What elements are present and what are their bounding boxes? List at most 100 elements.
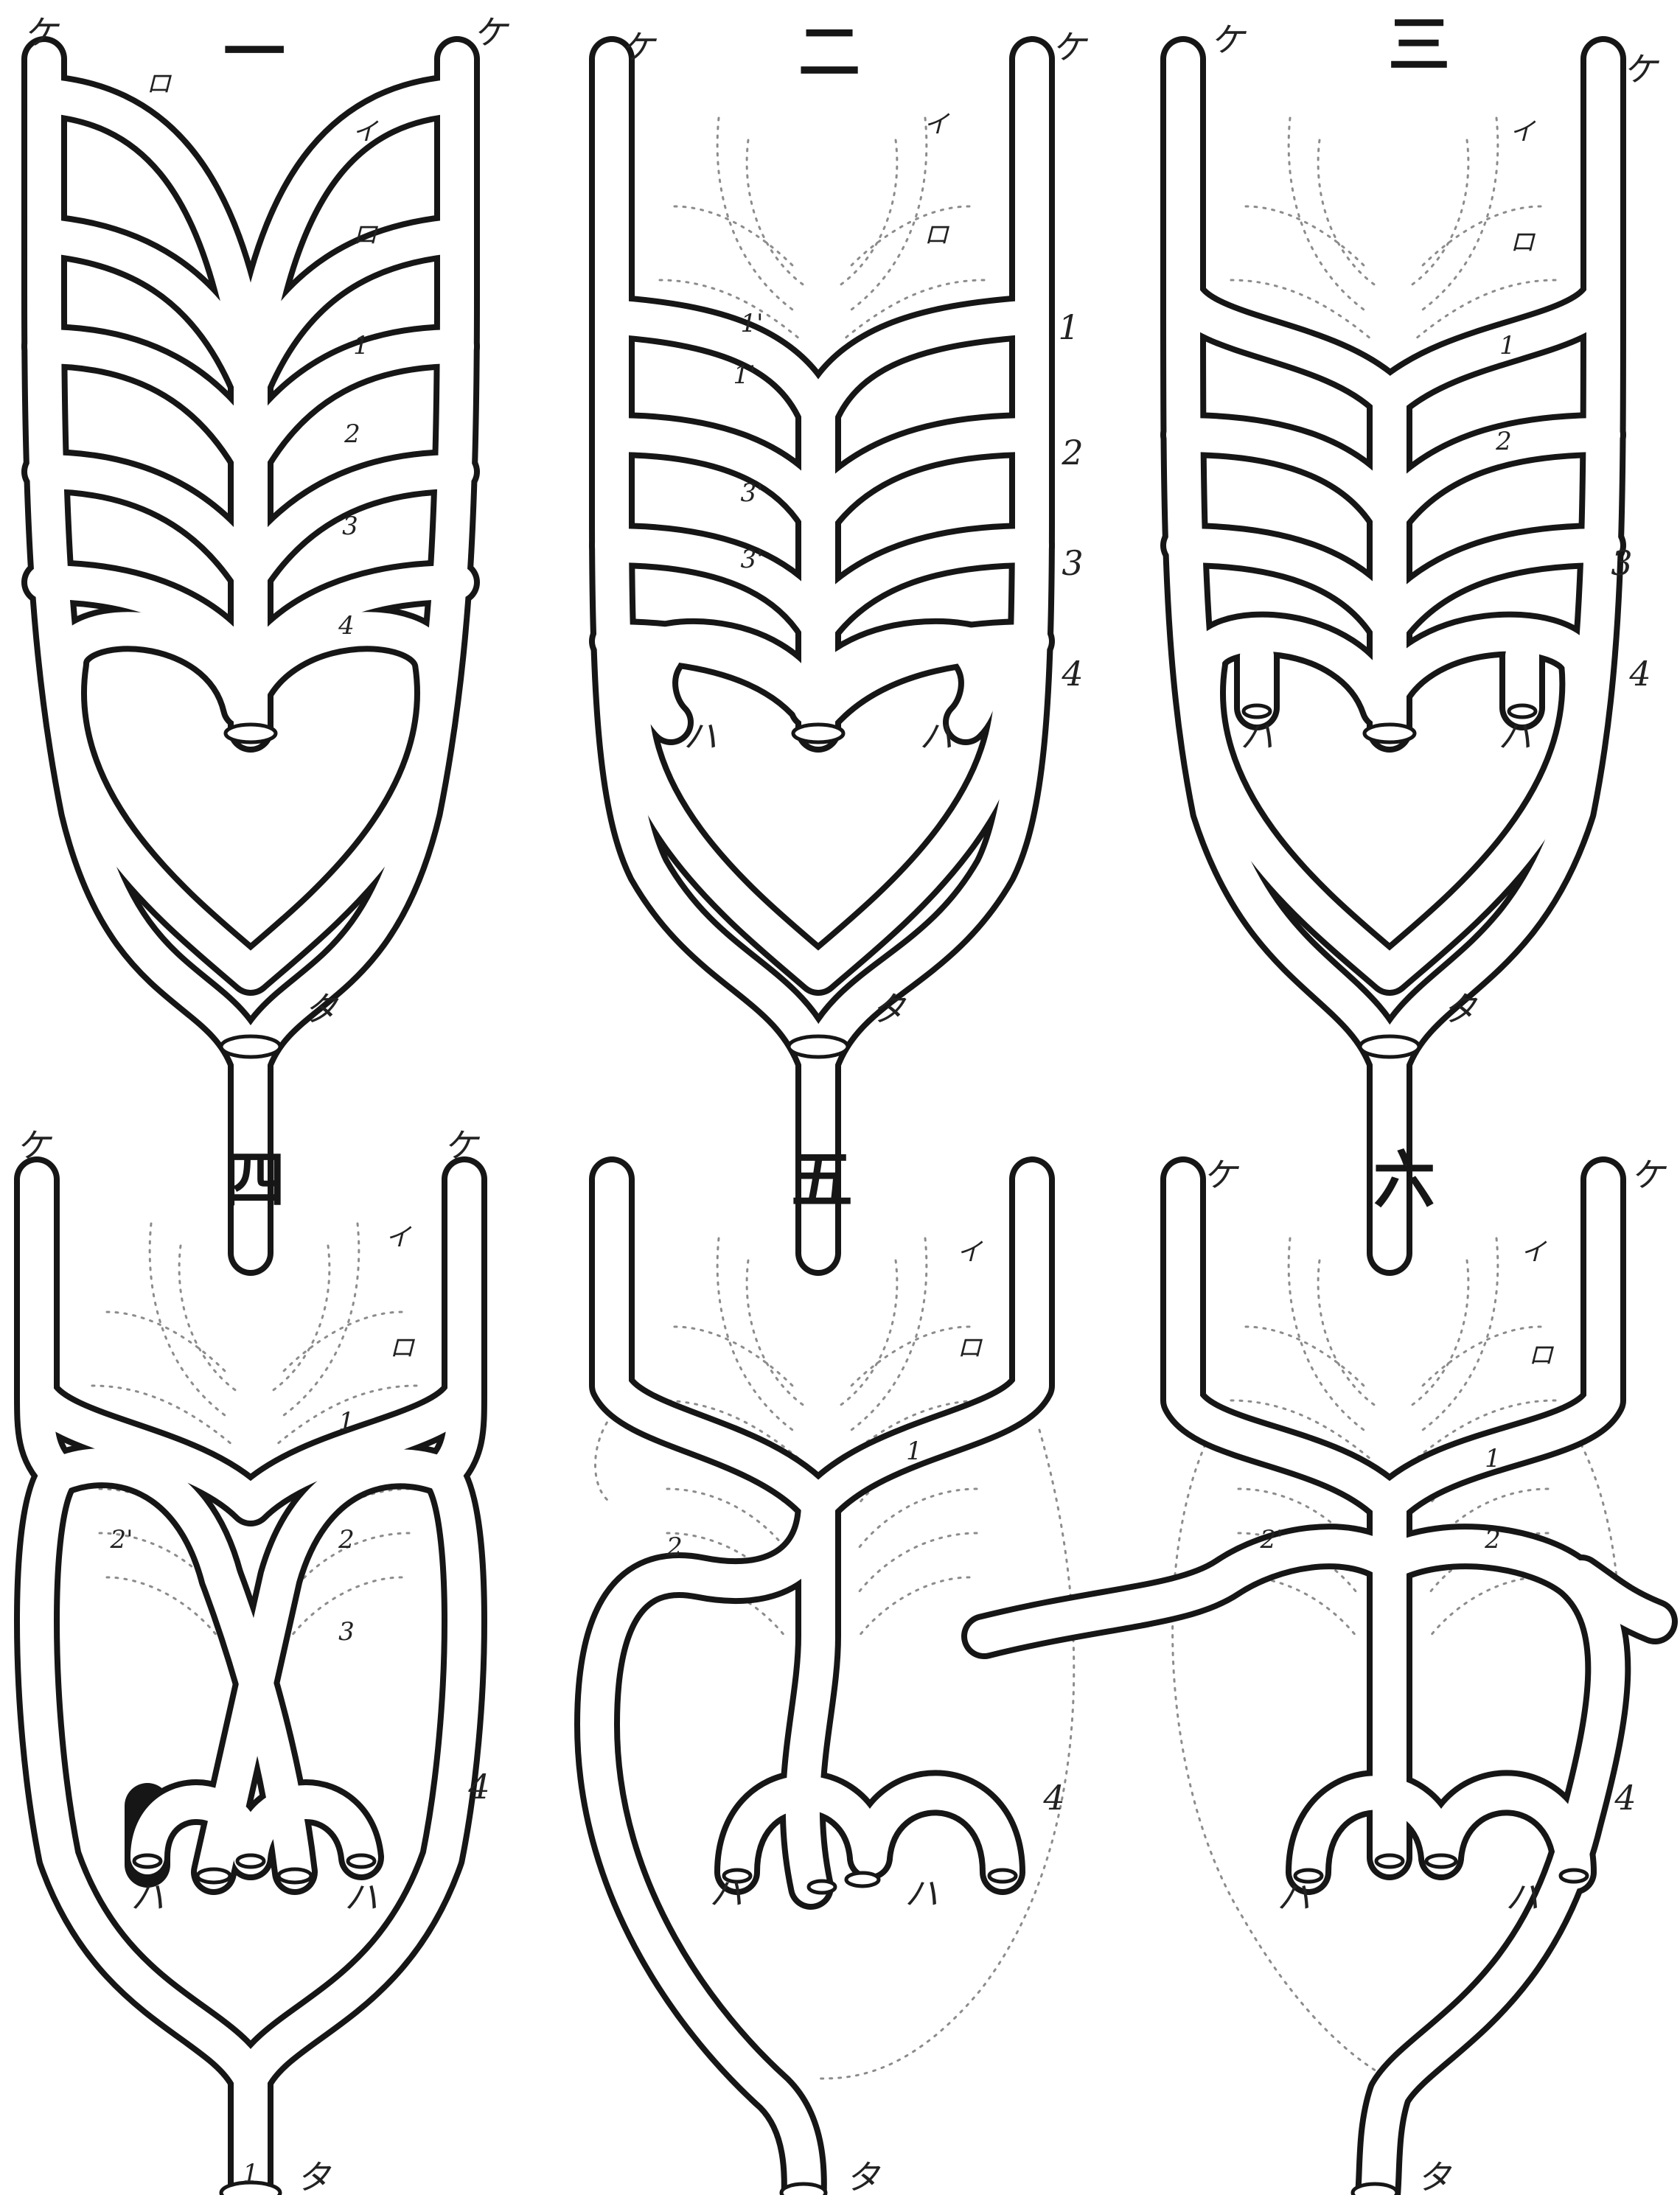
figure-5: 五 イ ロ 1 2 4 ハ ハ タ <box>596 1143 1074 2195</box>
figure-4-arch-2-prime: 2' <box>110 1525 133 1554</box>
figure-6-vessels <box>984 1179 1655 2195</box>
figure-3-pulm-left-opening <box>1244 705 1270 717</box>
figure-6-label-trunk: タ <box>1417 2157 1452 2195</box>
figure-6-pulm-right-opening <box>1561 1870 1587 1882</box>
figure-4-right-arch-opening <box>279 1869 311 1882</box>
figure-1-arch-4: 4 <box>338 611 355 641</box>
figure-6-arch-opening <box>1426 1855 1456 1867</box>
figure-4-trunk-mark: 1 <box>243 2159 259 2188</box>
figure-5-label-pulm-left: ハ <box>709 1874 743 1913</box>
figure-1-vessels <box>44 59 457 1253</box>
figure-5-label-pulm-right: ハ <box>905 1874 938 1913</box>
figure-4-vessels <box>37 1179 464 2195</box>
figure-2-label-pulm-right: ハ <box>919 716 953 756</box>
figure-1-label-upper-1: イ <box>352 117 379 147</box>
figure-3-arch-3: 3 <box>1611 543 1632 583</box>
figure-2-label-upper-2: ロ <box>924 220 950 250</box>
figure-4-pulm-right-opening <box>348 1855 374 1867</box>
figure-6-arch-1: 1 <box>1485 1444 1501 1473</box>
figure-3-aorta-opening <box>1360 1036 1419 1057</box>
figure-2-primed-1b: 1' <box>733 360 756 390</box>
figure-5-label-upper-1: イ <box>957 1238 983 1267</box>
figure-6-label-upper-2: ロ <box>1528 1341 1555 1370</box>
figure-6: 六 ケ ケ イ ロ 1 2' 2 4 ハ ハ タ <box>984 1143 1667 2195</box>
figure-4-title: 四 <box>223 1143 285 1216</box>
figure-6-arch-2-prime: 2' <box>1260 1525 1283 1554</box>
figure-4-arch-3: 3 <box>338 1617 355 1647</box>
figure-5-pulm-right-opening <box>989 1870 1016 1882</box>
figure-2-arch-3: 3 <box>1062 543 1083 583</box>
figure-4-left-arch-opening <box>198 1869 230 1882</box>
figure-3-arch-2: 2 <box>1495 427 1512 456</box>
figure-2-label-upper-1: イ <box>924 110 950 139</box>
figure-4-arch-1: 1 <box>338 1407 355 1437</box>
figure-2-arch-4: 4 <box>1061 654 1083 694</box>
figure-1-label-inner-top: ロ <box>146 69 172 99</box>
figure-3-label-trunk: タ <box>1443 989 1478 1029</box>
figure-4: 四 ケ ケ イ ロ 1 2' 2 3 4 ハ ハ 1 タ <box>16 1126 490 2195</box>
figure-5-vessels <box>597 1179 1032 2195</box>
figure-6-label-pulm-left: ハ <box>1277 1877 1311 1917</box>
figure-3-truncus-opening <box>1364 725 1415 742</box>
figure-5-arch-4: 4 <box>1042 1778 1064 1818</box>
figure-1-label-top-right: ケ <box>473 13 510 52</box>
figure-2-label-trunk: タ <box>871 989 907 1029</box>
figure-2-label-top-left: ケ <box>621 27 658 67</box>
figure-2-aorta-opening <box>789 1036 848 1057</box>
figure-2-arch-1: 1 <box>1058 307 1079 347</box>
figure-4-ductus-opening <box>237 1855 264 1867</box>
figure-4-label-upper-1: イ <box>386 1223 412 1252</box>
figure-6-ductus-opening <box>1376 1855 1403 1867</box>
figure-4-pulm-left-opening <box>134 1855 161 1867</box>
figure-6-label-upper-1: イ <box>1521 1238 1547 1267</box>
figure-4-arch-2: 2 <box>338 1525 355 1554</box>
figure-4-arch-4: 4 <box>467 1767 489 1807</box>
figure-4-label-pulm-right: ハ <box>344 1877 378 1917</box>
figure-5-arch-2: 2 <box>666 1532 683 1562</box>
figure-1-label-upper-2: ロ <box>352 220 379 250</box>
figure-6-aorta-opening <box>1353 2184 1397 2195</box>
figure-6-arch-2: 2 <box>1484 1525 1501 1554</box>
figure-1-arch-2: 2 <box>344 419 360 449</box>
figure-3: 三 ケ ケ イ ロ 1 2 3 4 ハ ハ タ <box>1183 8 1660 1253</box>
figure-2-arch-2: 2 <box>1061 433 1083 472</box>
figure-2-truncus-opening <box>793 725 843 742</box>
figure-5-label-trunk: タ <box>846 2157 881 2195</box>
figure-1: 一 ケ ケ ロ イ ロ 1 2 3 4 タ <box>24 13 510 1253</box>
figure-5-arch-opening <box>846 1873 879 1886</box>
figure-1-title: 一 <box>223 15 285 88</box>
figure-3-label-upper-2: ロ <box>1510 228 1536 257</box>
figure-1-arch-3: 3 <box>342 512 358 541</box>
figure-6-label-pulm-right: ハ <box>1505 1877 1539 1917</box>
figure-2: 二 ケ ケ イ ロ 1' 1' 3' 3' 1 2 3 4 ハ ハ タ <box>612 15 1089 1253</box>
figure-6-arch-4: 4 <box>1614 1778 1636 1818</box>
figure-1-aorta-opening <box>221 1036 280 1057</box>
figure-4-label-top-right: ケ <box>444 1126 481 1165</box>
figure-6-title: 六 <box>1373 1143 1435 1216</box>
figure-1-truncus-opening <box>226 725 276 742</box>
figure-2-label-pulm-left: ハ <box>683 716 717 756</box>
figure-2-label-top-right: ケ <box>1052 27 1089 67</box>
figure-5-label-upper-2: ロ <box>957 1333 983 1363</box>
figure-5-title: 五 <box>791 1143 853 1216</box>
figure-6-label-top-right: ケ <box>1631 1155 1667 1195</box>
figure-3-vessels <box>1183 59 1603 1253</box>
figure-4-label-top-left: ケ <box>16 1126 53 1165</box>
figure-5-ductus-opening <box>809 1881 835 1893</box>
figure-2-primed-3b: 3' <box>741 545 764 574</box>
figure-2-title: 二 <box>798 15 860 88</box>
figure-3-title: 三 <box>1388 8 1450 81</box>
figure-2-primed-3a: 3' <box>741 478 764 508</box>
figure-3-arch-1: 1 <box>1499 331 1516 360</box>
figure-2-primed-1a: 1' <box>741 309 764 338</box>
figure-4-label-pulm-left: ハ <box>130 1877 164 1917</box>
figure-3-label-top-left: ケ <box>1210 20 1247 60</box>
figure-1-label-top-left: ケ <box>24 13 60 52</box>
figure-5-aorta-opening <box>781 2184 826 2195</box>
figure-1-label-trunk: タ <box>304 989 339 1029</box>
figure-6-label-top-left: ケ <box>1203 1155 1240 1195</box>
figure-2-vessels <box>612 59 1032 1253</box>
figure-3-label-top-right: ケ <box>1623 49 1660 89</box>
figure-4-label-upper-2: ロ <box>389 1333 416 1363</box>
